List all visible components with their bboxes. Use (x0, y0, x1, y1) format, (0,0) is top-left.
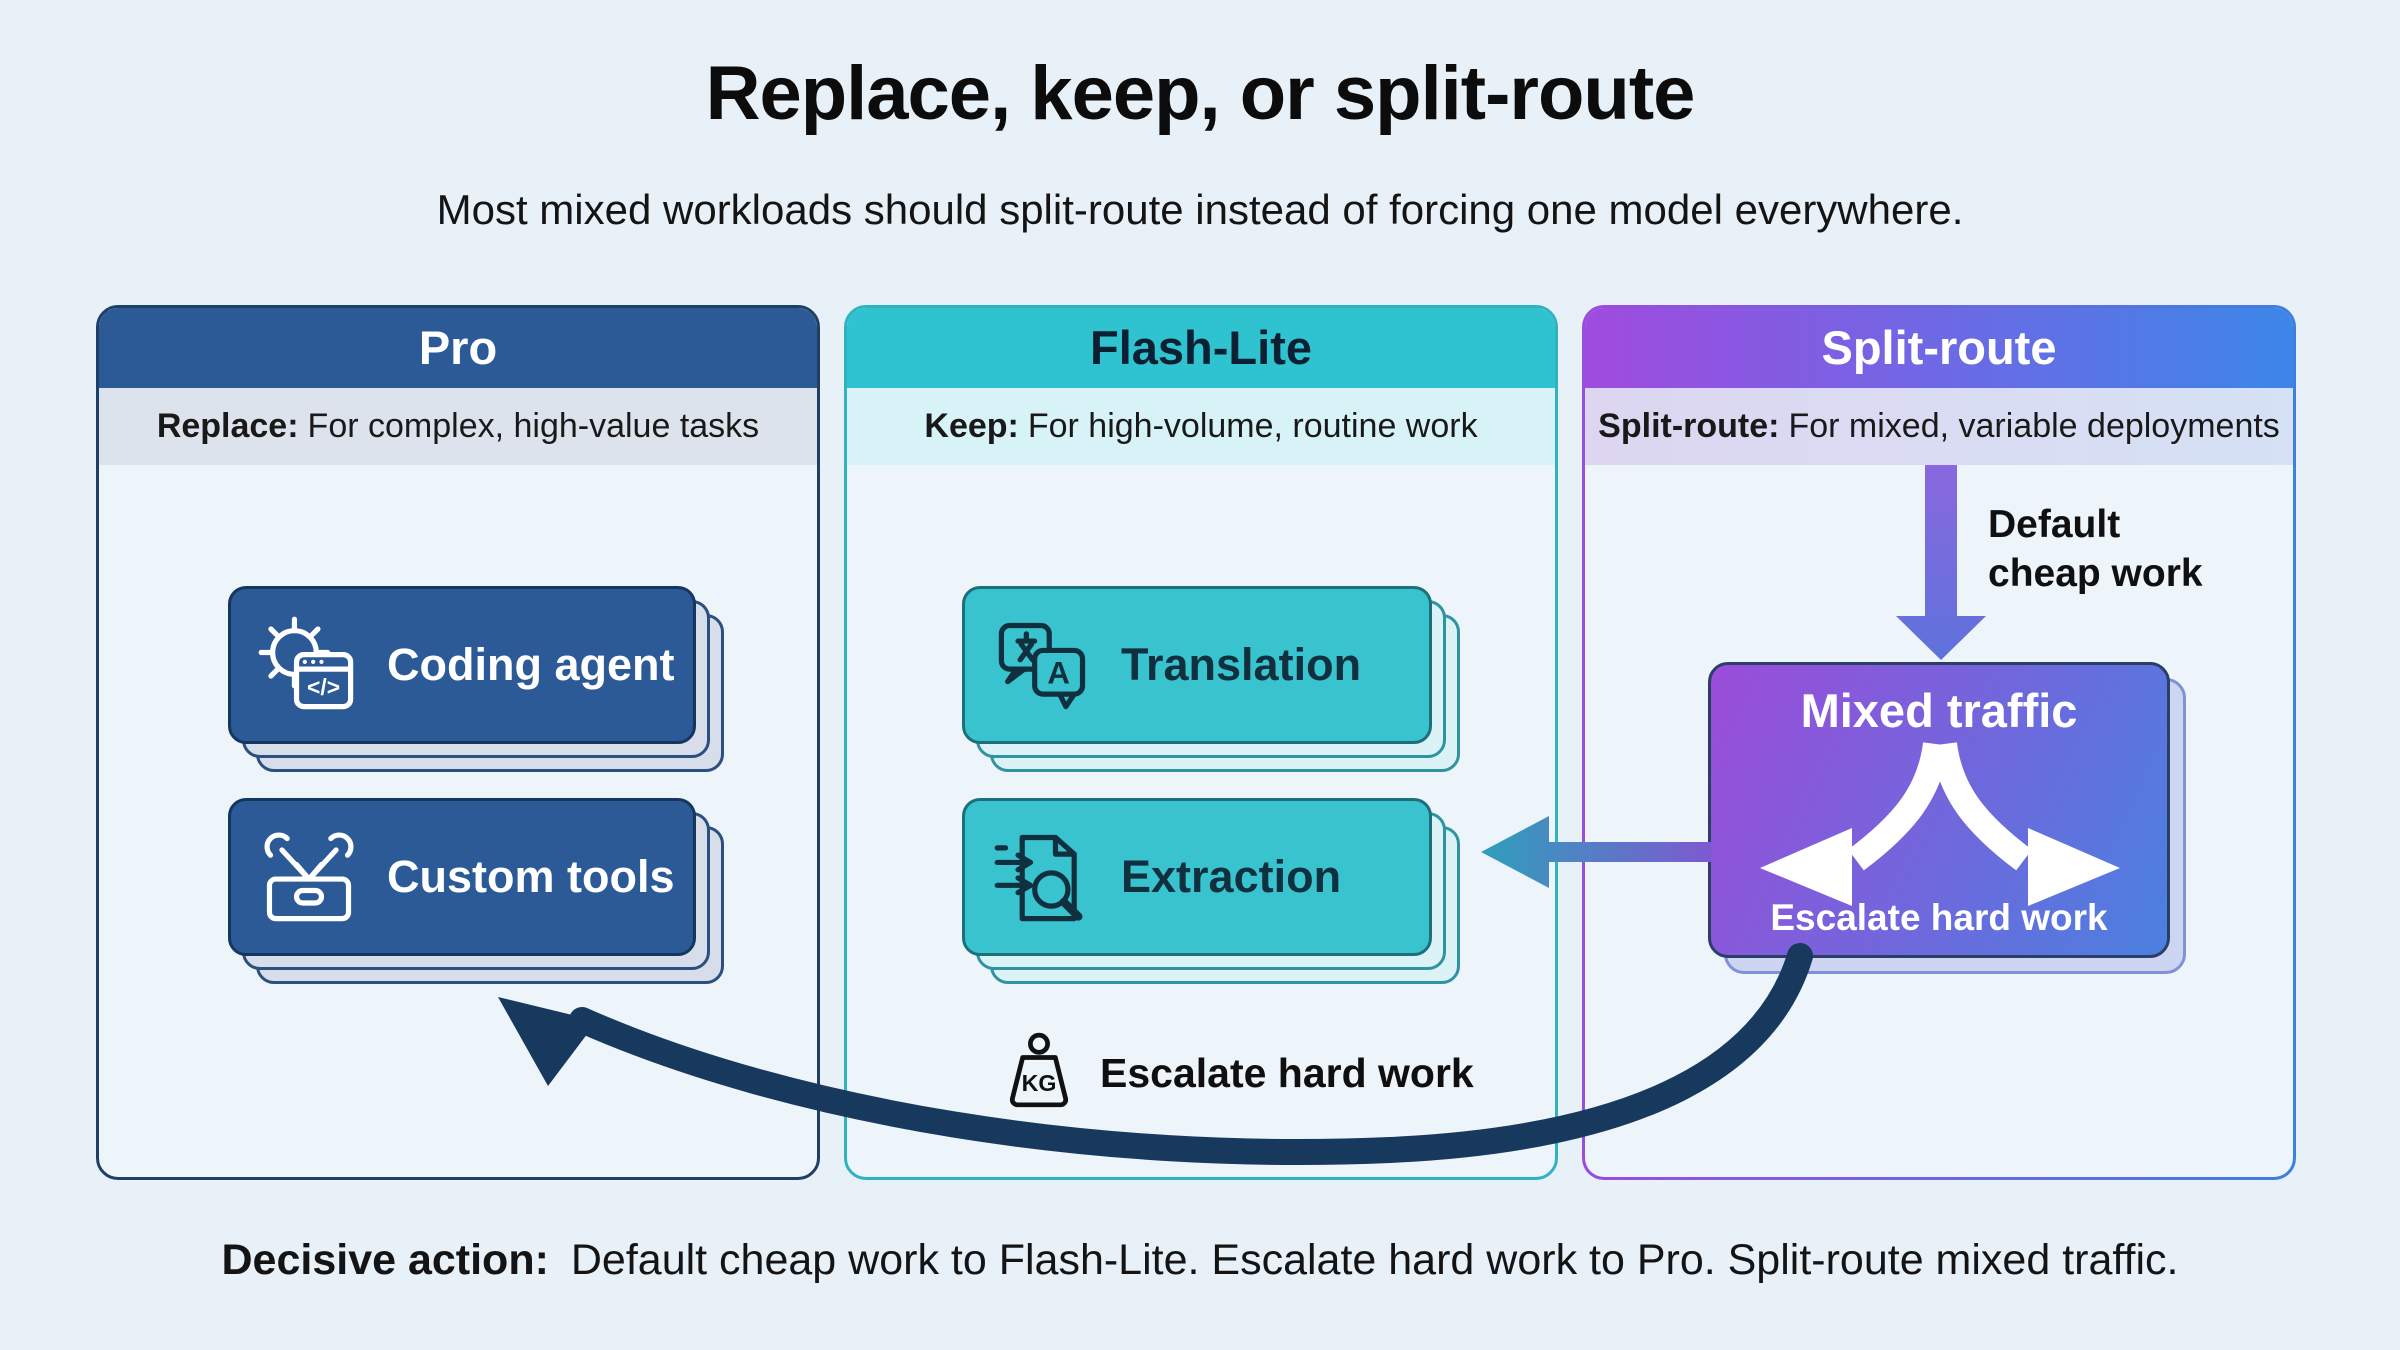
card-label: Custom tools (387, 851, 675, 902)
column-pro-header: Pro (99, 308, 817, 388)
column-split-route-header: Split-route (1585, 308, 2293, 388)
document-search-icon (991, 825, 1095, 929)
card-label: Coding agent (387, 639, 675, 690)
decisive-action-lead: Decisive action: (221, 1236, 549, 1284)
gear-code-icon: </> (257, 613, 361, 717)
card-label: Extraction (1121, 851, 1342, 902)
column-flash-lite-tagline: Keep: For high-volume, routine work (847, 388, 1555, 465)
svg-text:</>: </> (307, 674, 340, 700)
page-title: Replace, keep, or split-route (705, 51, 1696, 136)
card-label: Translation (1121, 639, 1362, 690)
decisive-action-rest: Default cheap work to Flash-Lite. Escala… (558, 1236, 2179, 1284)
card-coding-agent: </> Coding agent (228, 586, 724, 772)
tagline-rest: For complex, high-value tasks (307, 407, 760, 445)
card-extraction: Extraction (962, 798, 1460, 984)
escalate-annotation-label: Escalate hard work (1100, 1049, 1474, 1096)
tagline-lead: Keep: (924, 407, 1019, 445)
mixed-traffic-title: Mixed traffic (1800, 684, 2078, 737)
toolbox-icon (257, 825, 361, 929)
kg-weight-icon: KG (996, 1030, 1082, 1116)
svg-text:KG: KG (1022, 1070, 1057, 1096)
column-split-route-title: Split-route (1821, 321, 2057, 374)
default-cheap-work-label: Default cheap work (1988, 503, 2203, 595)
tagline-rest: For high-volume, routine work (1027, 407, 1478, 445)
router-escalate-label: Escalate hard work (1770, 897, 2108, 938)
column-split-route-tagline: Split-route: For mixed, variable deploym… (1585, 388, 2293, 465)
card-custom-tools: Custom tools (228, 798, 724, 984)
column-pro-tagline: Replace: For complex, high-value tasks (99, 388, 817, 465)
escalate-annotation: KG Escalate hard work (996, 1030, 1474, 1116)
card-translation: A Translation (962, 586, 1460, 772)
decisive-action-text: Decisive action: Default cheap work to F… (0, 1236, 2400, 1285)
translation-bubbles-icon: A (991, 613, 1095, 717)
column-pro-title: Pro (418, 321, 498, 374)
page-subtitle: Most mixed workloads should split-route … (436, 186, 1964, 233)
tagline-lead: Split-route: (1598, 407, 1780, 445)
column-flash-lite-title: Flash-Lite (1090, 321, 1312, 374)
svg-text:A: A (1047, 656, 1070, 691)
tagline-rest: For mixed, variable deployments (1788, 407, 2280, 445)
mixed-traffic-box: Mixed traffic Escalate hard work (1708, 662, 2186, 974)
column-flash-lite-header: Flash-Lite (847, 308, 1555, 388)
tagline-lead: Replace: (156, 407, 299, 445)
